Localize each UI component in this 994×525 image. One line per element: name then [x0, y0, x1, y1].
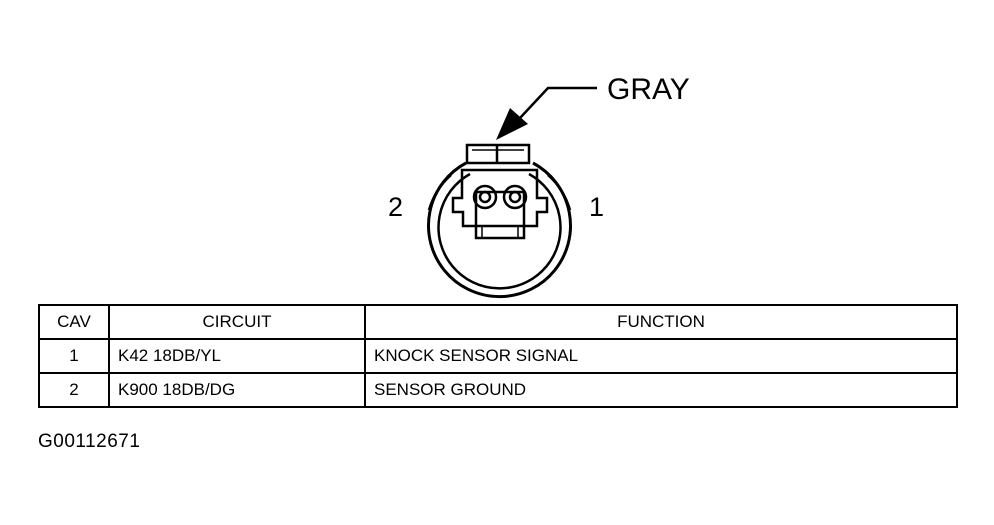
cav-cell: 2 — [38, 372, 110, 408]
connector-lock-tab — [465, 143, 531, 165]
table-row: 1 K42 18DB/YL KNOCK SENSOR SIGNAL — [38, 338, 958, 374]
table-header-row: CAV CIRCUIT FUNCTION — [38, 304, 958, 340]
circuit-cell: K900 18DB/DG — [108, 372, 366, 408]
terminal-cavity-1 — [502, 184, 528, 210]
color-label: GRAY — [607, 73, 690, 106]
table-row: 2 K900 18DB/DG SENSOR GROUND — [38, 372, 958, 408]
terminal-cavity-2 — [472, 184, 498, 210]
cav-cell: 1 — [38, 338, 110, 374]
function-cell: KNOCK SENSOR SIGNAL — [364, 338, 958, 374]
pinout-table: CAV CIRCUIT FUNCTION 1 K42 18DB/YL KNOCK… — [38, 304, 958, 408]
column-header-function: FUNCTION — [364, 304, 958, 340]
connector-body — [427, 161, 572, 299]
figure-id: G00112671 — [38, 431, 141, 452]
column-header-cav: CAV — [38, 304, 110, 340]
pin-1-label: 1 — [589, 192, 604, 222]
connector-diagram: GRAY 2 1 — [388, 73, 690, 299]
circuit-cell: K42 18DB/YL — [108, 338, 366, 374]
terminal-housing — [451, 168, 549, 240]
pin-2-label: 2 — [388, 192, 403, 222]
function-cell: SENSOR GROUND — [364, 372, 958, 408]
color-callout-arrow — [496, 86, 597, 140]
column-header-circuit: CIRCUIT — [108, 304, 366, 340]
